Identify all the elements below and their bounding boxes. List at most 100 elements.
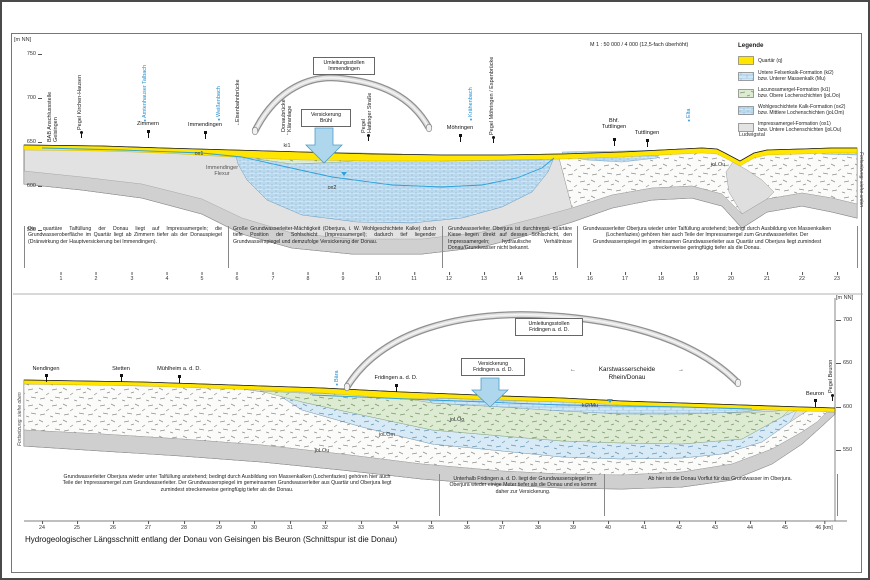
x-tick: 46 [km]: [815, 521, 833, 531]
upper-y-axis-unit: [m NN]: [14, 37, 32, 43]
x-tick: 30: [251, 521, 257, 531]
x-tick: 9: [341, 272, 345, 282]
layer-label: joLOo: [449, 417, 465, 423]
x-tick: 28: [181, 521, 187, 531]
separator-line: [442, 226, 443, 268]
town-symbol-icon: [146, 130, 150, 138]
karst-divide-label: ← Karstwasserscheide Rhein/Donau →: [570, 366, 684, 382]
x-tick: 25: [74, 521, 80, 531]
legend-item: Quartär (q): [738, 56, 864, 65]
lower-continuation-note: Fortsetzung: siehe oben: [17, 392, 23, 446]
layer-label: joLOm: [378, 432, 396, 438]
legend-item: Untere Felsenkalk-Formation (ki2)bzw. Un…: [738, 70, 864, 82]
lower-y-axis-unit: [m NN]: [836, 295, 854, 301]
x-tick: 11: [411, 272, 417, 282]
left-arrow-icon: ←: [570, 367, 576, 373]
town-label: Stetten: [112, 366, 130, 372]
y-tick: 750: [16, 51, 42, 57]
upper-gray-band: [23, 170, 858, 255]
y-tick: 650: [835, 360, 853, 366]
town-symbol-icon: [44, 374, 48, 382]
note-card: Die quartäre Talfüllung der Donau liegt …: [28, 226, 222, 245]
layer-label: ox1: [194, 151, 204, 157]
note-card: Grundwasserleiter Oberjura wieder unter …: [62, 474, 392, 493]
right-arrow-icon: →: [677, 367, 684, 373]
x-tick: 43: [712, 521, 718, 531]
town-symbol-icon: [203, 131, 207, 139]
vertical-label-text: Eisenbahnbrücke: [235, 79, 241, 122]
x-tick: 36: [464, 521, 470, 531]
x-tick: 20: [728, 272, 734, 282]
town-label: Tuttlingen: [634, 130, 660, 136]
y-tick: 700: [835, 317, 853, 323]
x-tick: 17: [622, 272, 628, 282]
upper-surface-line: [23, 144, 857, 162]
y-tick: 600: [16, 183, 42, 189]
legend-title: Legende: [738, 42, 764, 49]
x-tick: 7: [271, 272, 275, 282]
x-tick: 19: [693, 272, 699, 282]
vertical-label-text: Pegel Kirchen-Hausen: [77, 74, 83, 130]
layer-label: joLOu: [710, 162, 726, 168]
legend: Legende Quartär (q) Untere Felsenkalk-Fo…: [738, 42, 864, 133]
upper-tunnel-arc: [251, 74, 433, 136]
x-tick: 39: [570, 521, 576, 531]
x-tick: 16: [587, 272, 593, 282]
separator-line: [857, 226, 858, 268]
x-tick: 10: [375, 272, 381, 282]
x-tick: 13: [481, 272, 487, 282]
town-label: Beuron: [805, 391, 825, 397]
lower-section: [23, 298, 847, 522]
x-tick: 37: [499, 521, 505, 531]
legend-item: Lacunosamergel-Formation (ki1)bzw. Obere…: [738, 87, 864, 99]
layer-label: ki1: [283, 143, 291, 149]
x-tick: 3: [130, 272, 134, 282]
x-tick: 38: [535, 521, 541, 531]
legend-item: Impressamergel-Formation (ox1)bzw. Unter…: [738, 121, 864, 133]
upper-groundwater-line: [41, 147, 555, 188]
x-tick: 5: [200, 272, 204, 282]
town-symbol-icon: [612, 138, 616, 146]
x-tick: 24: [39, 521, 45, 531]
x-tick: 33: [358, 521, 364, 531]
x-tick: 14: [517, 272, 523, 282]
town-label: Mühlheim a. d. D.: [157, 366, 201, 372]
town-label: Immendingen: [188, 122, 222, 128]
vertical-label-text: Weißenbach: [216, 86, 222, 117]
layer-label: ox2: [327, 185, 337, 191]
town-label: Bhf. Tuttlingen: [601, 118, 627, 130]
note-card: Unterhalb Fridingen a. d. D. liegt der G…: [449, 476, 597, 495]
town-label: Fridingen a. d. D.: [374, 375, 418, 381]
x-tick: 18: [658, 272, 664, 282]
x-tick: 34: [393, 521, 399, 531]
x-tick: 15: [552, 272, 558, 282]
x-tick: 41: [641, 521, 647, 531]
note-card: Ab hier ist die Donau Vorflut für das Gr…: [648, 476, 792, 482]
page-title: Hydrogeologischer Längsschnitt entlang d…: [25, 535, 398, 544]
x-tick: 1: [59, 272, 63, 282]
legend-item-label: Untere Felsenkalk-Formation (ki2)bzw. Un…: [758, 70, 834, 82]
layer-label: ki2/Mu: [581, 403, 599, 409]
separator-line: [228, 226, 229, 268]
upper-infiltration-arrow-icon: [305, 127, 343, 164]
legend-item-label: Impressamergel-Formation (ox1)bzw. Unter…: [758, 121, 842, 133]
separator-line: [604, 474, 605, 516]
inner-frame: [11, 33, 862, 573]
legend-item-label: Lacunosamergel-Formation (ki1)bzw. Obere…: [758, 87, 841, 99]
x-tick: 42: [676, 521, 682, 531]
note-card: Grundwasserleiter Oberjura ist durchtren…: [448, 226, 572, 252]
x-tick: 40: [605, 521, 611, 531]
town-label: Nendingen: [32, 366, 60, 372]
lower-groundwater-marker-icon: [607, 399, 613, 403]
x-tick: 45: [782, 521, 788, 531]
x-tick: 31: [287, 521, 293, 531]
x-tick: 6: [235, 272, 239, 282]
x-tick: 44: [747, 521, 753, 531]
